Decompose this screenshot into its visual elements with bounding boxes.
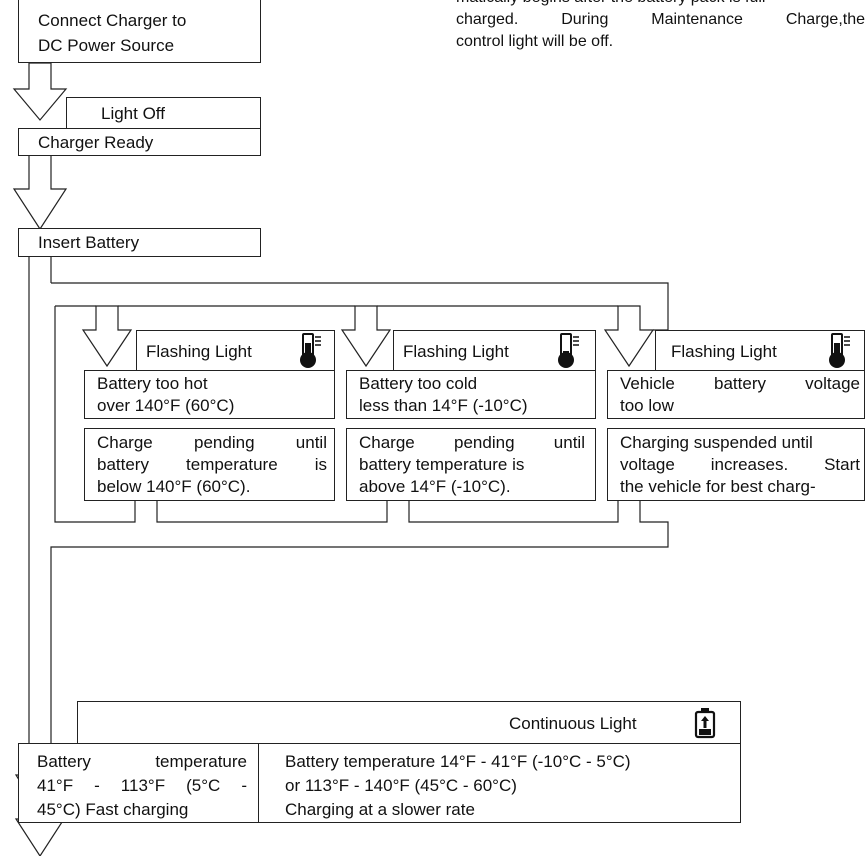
condition-line: Vehicle battery voltage xyxy=(620,374,860,393)
slow-line: Charging at a slower rate xyxy=(285,800,475,819)
step-connect-line: Connect Charger to xyxy=(38,11,187,30)
action-line: Charge pending until xyxy=(97,433,327,452)
thermometer-cold-icon xyxy=(558,333,579,368)
action-line: the vehicle for best charg- xyxy=(620,477,816,496)
flashing-light-text: Flashing Light xyxy=(403,342,509,361)
arrow-down xyxy=(340,305,392,368)
cold-condition-box: Battery too cold less than 14°F (-10°C) xyxy=(346,370,596,419)
light-off-text: Light Off xyxy=(101,104,165,123)
step-connect-line: DC Power Source xyxy=(38,36,175,55)
note-line: matically begins after the battery pack … xyxy=(456,0,865,9)
action-line: below 140°F (60°C). xyxy=(97,477,251,496)
note-line: control light will be off. xyxy=(456,33,614,50)
condition-line: less than 14°F (-10°C) xyxy=(359,396,528,415)
charger-ready-text: Charger Ready xyxy=(38,133,154,152)
slow-line: or 113°F - 140°F (45°C - 60°C) xyxy=(285,776,517,795)
fast-charging-box: Battery temperature 41°F - 113°F (5°C - … xyxy=(18,743,259,823)
action-line: Charge pending until xyxy=(359,433,585,452)
maintenance-note: matically begins after the battery pack … xyxy=(456,0,865,53)
light-off-label: Light Off xyxy=(66,97,261,129)
thermometer-hot-icon xyxy=(300,333,321,368)
arrow-down xyxy=(12,62,68,121)
flashing-light-text: Flashing Light xyxy=(146,342,252,361)
battery-charging-icon xyxy=(694,708,716,739)
condition-line: Battery too hot xyxy=(97,374,208,393)
fast-line: 41°F - 113°F (5°C - xyxy=(37,776,247,795)
voltage-flashing-light-label: Flashing Light xyxy=(655,330,865,371)
arrow-down xyxy=(81,305,133,368)
note-line: charged. During Maintenance Charge,the xyxy=(456,11,865,28)
voltage-action-box: Charging suspended until voltage increas… xyxy=(607,428,865,501)
arrow-down xyxy=(12,154,68,231)
action-line: Charging suspended until xyxy=(620,433,813,452)
fast-line: 45°C) Fast charging xyxy=(37,800,189,819)
step-insert-battery: Insert Battery xyxy=(18,228,261,257)
cold-action-box: Charge pending until battery temperature… xyxy=(346,428,596,501)
condition-line: over 140°F (60°C) xyxy=(97,396,235,415)
flashing-light-text: Flashing Light xyxy=(671,342,777,361)
slow-charging-box: Battery temperature 14°F - 41°F (-10°C -… xyxy=(258,743,741,823)
condition-line: Battery too cold xyxy=(359,374,478,393)
hot-condition-box: Battery too hot over 140°F (60°C) xyxy=(84,370,335,419)
thermometer-icon xyxy=(829,333,850,368)
insert-battery-text: Insert Battery xyxy=(38,233,140,252)
slow-line: Battery temperature 14°F - 41°F (-10°C -… xyxy=(285,752,631,771)
condition-line: too low xyxy=(620,396,674,415)
hot-flashing-light-label: Flashing Light xyxy=(136,330,335,371)
step-charger-ready: Charger Ready xyxy=(18,128,261,156)
fast-line: Battery temperature xyxy=(37,752,247,771)
hot-action-box: Charge pending until battery temperature… xyxy=(84,428,335,501)
arrow-down xyxy=(603,305,655,368)
step-connect-charger: Connect Charger to DC Power Source xyxy=(18,0,261,63)
action-line: above 14°F (-10°C). xyxy=(359,477,511,496)
voltage-condition-box: Vehicle battery voltage too low xyxy=(607,370,865,419)
cold-flashing-light-label: Flashing Light xyxy=(393,330,596,371)
action-line: battery temperature is xyxy=(97,455,327,474)
action-line: voltage increases. Start xyxy=(620,455,860,474)
continuous-light-text: Continuous Light xyxy=(509,714,637,733)
continuous-light-label: Continuous Light xyxy=(77,701,741,744)
action-line: battery temperature is xyxy=(359,455,525,474)
